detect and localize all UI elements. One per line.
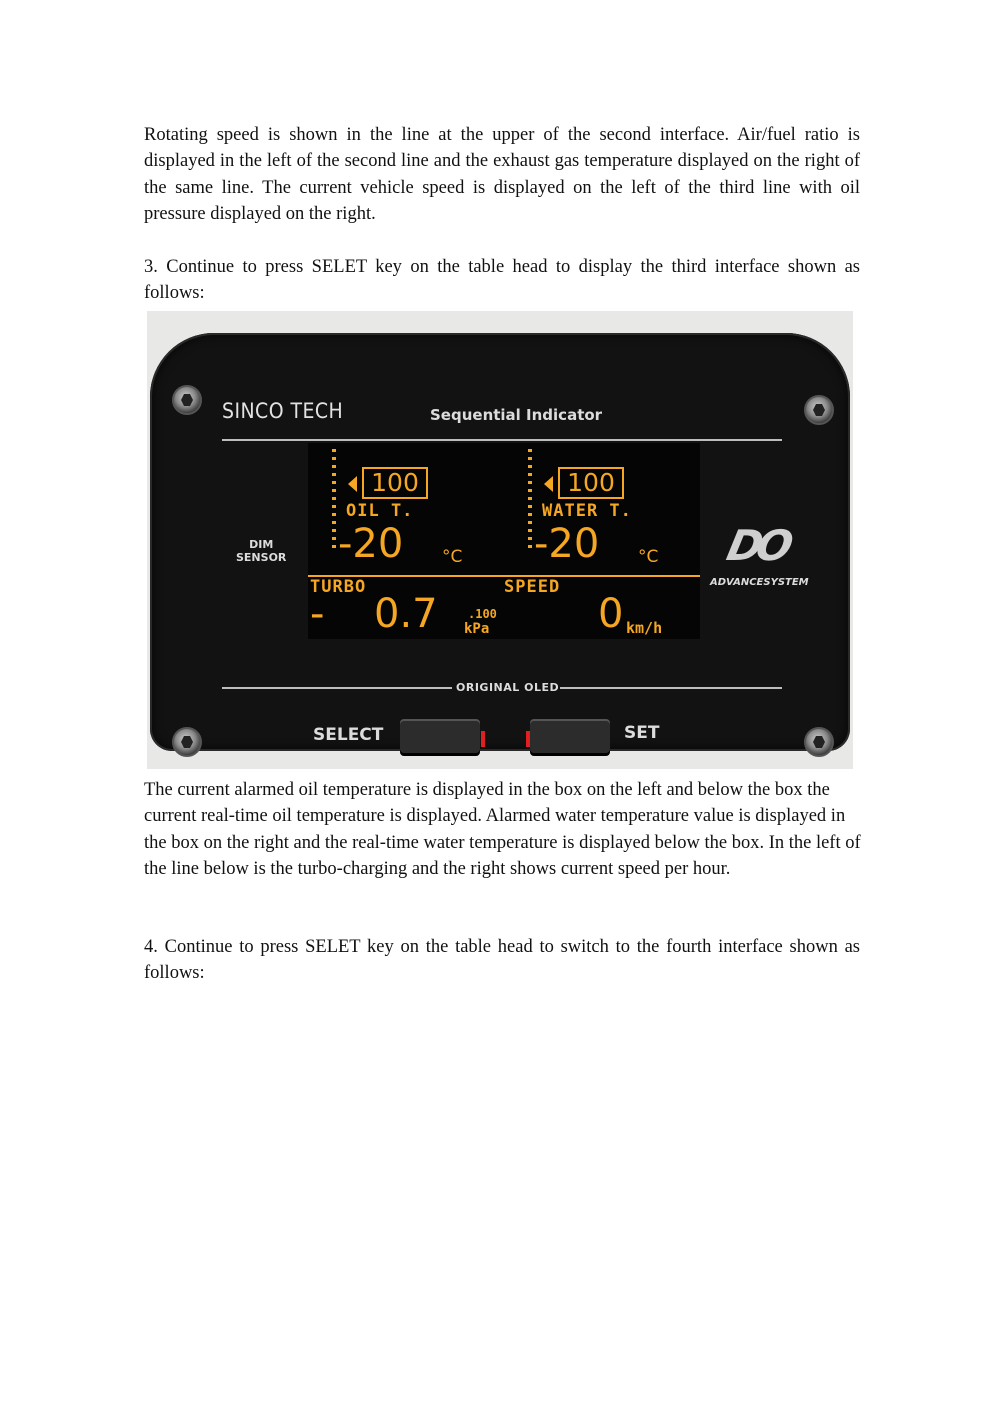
led-indicator bbox=[481, 731, 485, 747]
set-label: SET bbox=[624, 723, 660, 743]
screw-icon bbox=[804, 727, 834, 757]
divider bbox=[222, 439, 782, 441]
speed-unit: km/h bbox=[626, 619, 663, 637]
screw-icon bbox=[172, 385, 202, 415]
water-bar-graph bbox=[528, 449, 532, 551]
turbo-value: 0.7 bbox=[374, 591, 438, 637]
screw-icon bbox=[172, 727, 202, 757]
subtitle-label: Sequential Indicator bbox=[430, 406, 603, 424]
water-alarm-box: 100 bbox=[558, 467, 624, 499]
oil-temp-unit: °C bbox=[442, 547, 463, 567]
turbo-unit-scale: .100 bbox=[468, 607, 497, 621]
advance-system-label: ADVANCESYSTEM bbox=[710, 577, 809, 588]
oled-divider bbox=[308, 575, 700, 577]
oled-display: 100 100 OIL T. WATER T. -20 °C -20 °C TU… bbox=[308, 443, 700, 639]
brand-label: SINCO TECH bbox=[222, 399, 344, 423]
divider bbox=[560, 687, 782, 689]
paragraph-step-4: 4. Continue to press SELET key on the ta… bbox=[144, 937, 860, 984]
do-logo: DO bbox=[722, 521, 792, 570]
water-temp-unit: °C bbox=[638, 547, 659, 567]
led-indicator bbox=[526, 731, 530, 747]
speed-label: SPEED bbox=[504, 577, 561, 597]
speed-value: 0 bbox=[598, 591, 624, 637]
gauge-bezel: SINCO TECH Sequential Indicator DIM SENS… bbox=[150, 333, 850, 757]
oil-alarm-box: 100 bbox=[362, 467, 428, 499]
divider bbox=[222, 687, 452, 689]
oil-bar-graph bbox=[332, 449, 336, 551]
turbo-sign: - bbox=[310, 591, 325, 637]
original-oled-label: ORIGINAL OLED bbox=[456, 681, 560, 694]
turbo-unit: kPa bbox=[464, 621, 490, 637]
paragraph-third-interface: The current alarmed oil temperature is d… bbox=[144, 780, 861, 879]
select-button bbox=[400, 719, 480, 753]
set-button bbox=[530, 719, 610, 753]
water-temp-value: -20 bbox=[534, 521, 600, 567]
paragraph-step-3: 3. Continue to press SELET key on the ta… bbox=[144, 257, 860, 304]
screw-icon bbox=[804, 395, 834, 425]
turbo-label: TURBO bbox=[310, 577, 367, 597]
water-temp-label: WATER T. bbox=[542, 501, 632, 521]
device-photo: SINCO TECH Sequential Indicator DIM SENS… bbox=[147, 311, 853, 769]
select-label: SELECT bbox=[313, 725, 384, 745]
oil-temp-value: -20 bbox=[338, 521, 404, 567]
paragraph-second-interface: Rotating speed is shown in the line at t… bbox=[144, 125, 860, 224]
oil-temp-label: OIL T. bbox=[346, 501, 414, 521]
dim-sensor-label: DIM SENSOR bbox=[236, 538, 287, 564]
pointer-left-icon bbox=[348, 476, 357, 492]
pointer-left-icon bbox=[544, 476, 553, 492]
